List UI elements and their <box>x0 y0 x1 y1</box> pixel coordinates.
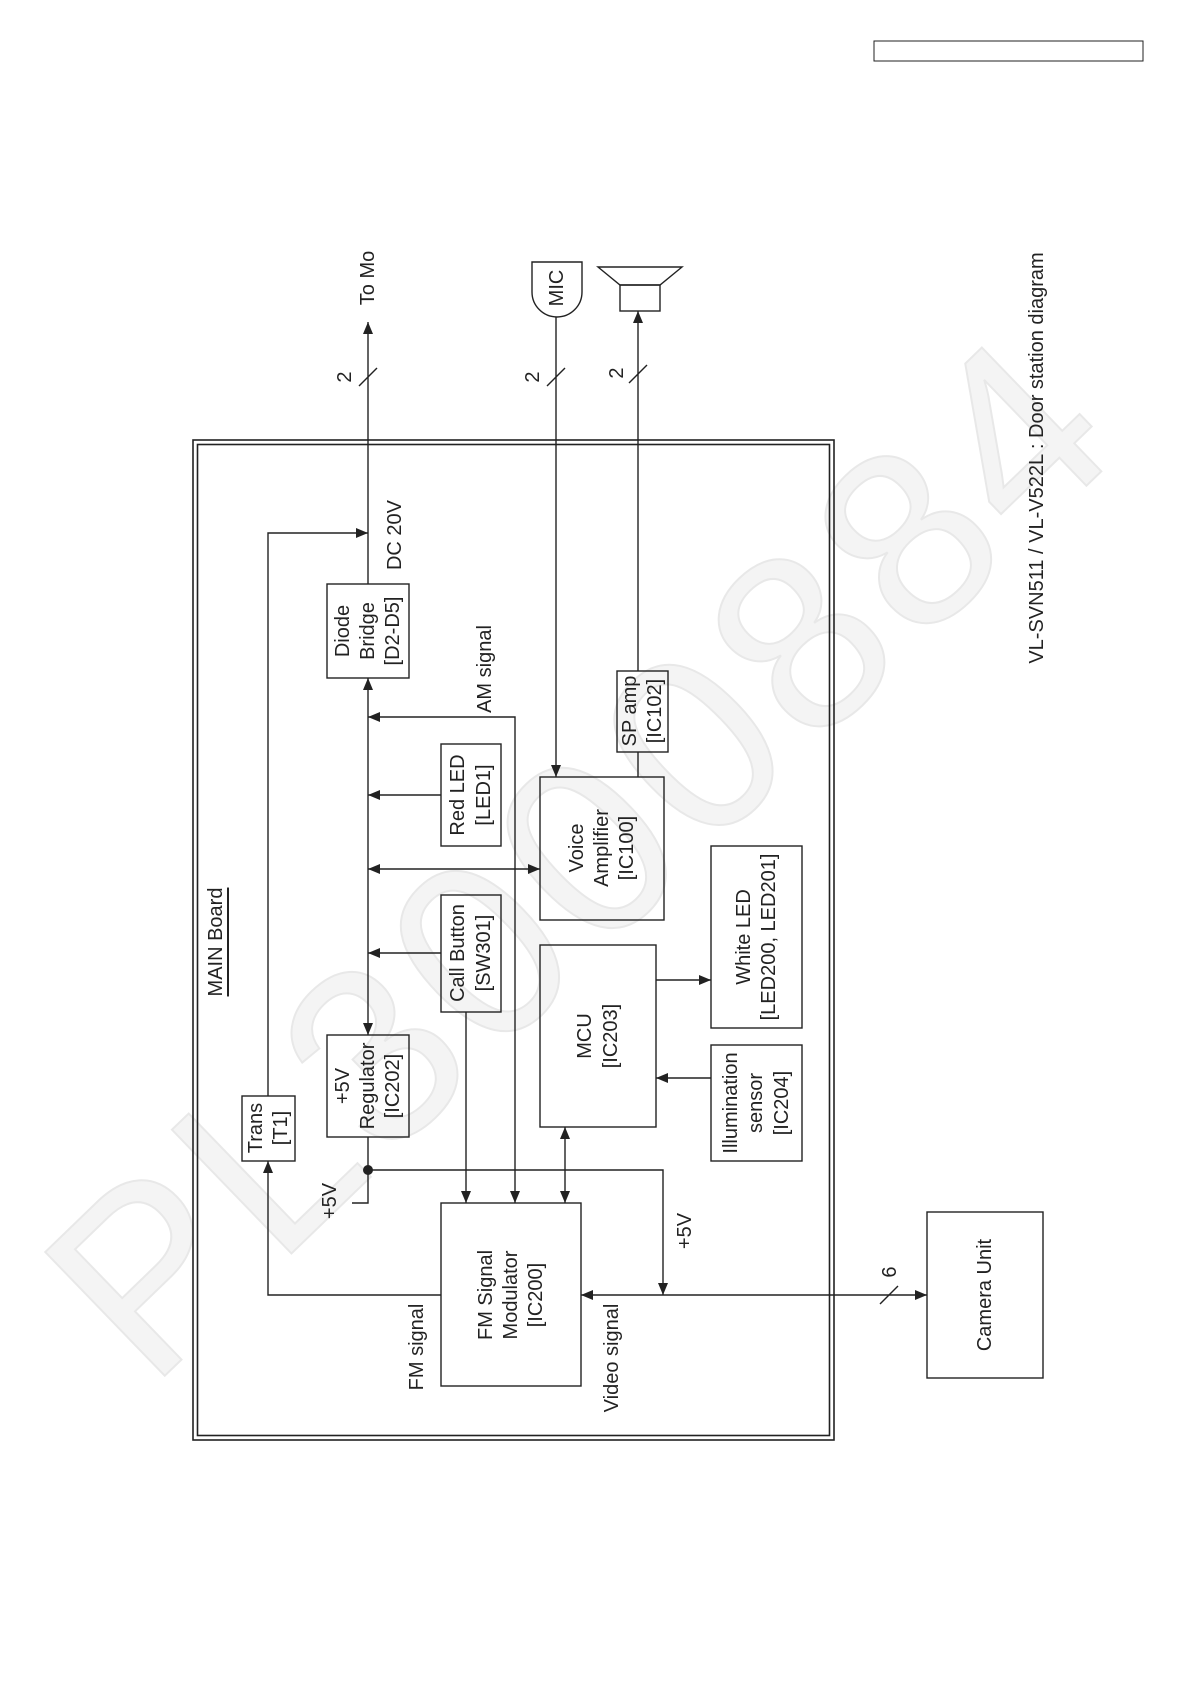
to-monitor-label: To Mo <box>357 251 379 305</box>
diode-bridge-label-2: Bridge <box>357 602 379 660</box>
mic-wire-count: 2 <box>522 371 544 382</box>
illumination-sensor-label-2: sensor <box>745 1073 767 1133</box>
camera-unit-label: Camera Unit <box>974 1238 996 1351</box>
plus5v-right-label: +5V <box>674 1212 696 1249</box>
main-board-frame-inner <box>196 443 831 1437</box>
main-board-frame-outer <box>192 439 835 1441</box>
sp-amp-label-1: SP amp <box>619 676 641 747</box>
speaker-magnet <box>619 284 661 312</box>
video-signal-label: Video signal <box>601 1304 623 1413</box>
fm-modulator-label-2: Modulator <box>500 1250 522 1339</box>
voice-amplifier-label-2: Amplifier <box>591 809 613 887</box>
am-signal-line <box>368 712 520 1203</box>
illumination-sensor-label-1: Illumination <box>720 1052 742 1153</box>
am-signal-label: AM signal <box>474 625 496 713</box>
regulator-label-1: +5V <box>332 1067 354 1104</box>
illumination-sensor-box <box>710 1044 803 1162</box>
diode-bridge-label-3: [D2-D5] <box>382 597 404 666</box>
speaker-wire-count: 2 <box>606 367 628 378</box>
red-led-label-2: [LED1] <box>473 764 495 825</box>
speaker-icon <box>596 266 684 312</box>
sp-amp-label-2: [IC102] <box>644 679 666 743</box>
header-box <box>873 40 1144 62</box>
red-led-label-1: Red LED <box>447 754 469 835</box>
sp-amp-box <box>616 670 669 753</box>
speaker-wire-count-slash <box>628 364 648 384</box>
diagram-caption: VL-SVN511 / VL-V522L : Door station diag… <box>1026 252 1048 663</box>
white-led-label-2: [LED200, LED201] <box>758 854 780 1021</box>
speaker-cone <box>596 266 684 286</box>
trans-label-2: [T1] <box>270 1111 292 1145</box>
fm-modulator-label-1: FM Signal <box>475 1250 497 1340</box>
mcu-label-1: MCU <box>574 1013 596 1059</box>
fm-signal-label: FM signal <box>406 1304 428 1391</box>
voice-amplifier-label-1: Voice <box>566 824 588 873</box>
white-led-box <box>710 845 803 1029</box>
mcu-box <box>539 944 657 1128</box>
fm-signal-to-trans-arrow <box>263 1161 441 1296</box>
plus5v-left-label: +5V <box>319 1182 341 1219</box>
white-led-label-1: White LED <box>733 889 755 985</box>
regulator-label-2: Regulator <box>357 1042 379 1129</box>
diode-bridge-label-1: Diode <box>332 605 354 657</box>
camera-wire-count-slash <box>879 1285 899 1305</box>
illumination-sensor-label-3: [IC204] <box>771 1071 793 1135</box>
mic-wire-count-slash <box>546 367 566 387</box>
regulator-label-3: [IC202] <box>382 1054 404 1118</box>
monitor-wire-count: 2 <box>334 371 356 382</box>
fm-modulator-label-3: [IC200] <box>525 1263 547 1327</box>
call-button-label-2: [SW301] <box>473 915 495 992</box>
trans-to-bus-arrow <box>267 528 368 1096</box>
monitor-wire-count-slash <box>358 367 378 387</box>
microphone-icon <box>531 261 583 318</box>
trans-label-1: Trans <box>245 1103 267 1153</box>
camera-wire-count: 6 <box>879 1266 901 1277</box>
mic-label: MIC <box>546 270 568 307</box>
voice-amplifier-box <box>539 776 665 921</box>
main-board-label: MAIN Board <box>205 888 227 997</box>
camera-unit-box <box>926 1211 1044 1379</box>
voice-amplifier-label-3: [IC100] <box>616 816 638 880</box>
call-button-label-1: Call Button <box>447 904 469 1002</box>
mcu-label-2: [IC203] <box>600 1004 622 1068</box>
dc-20v-label: DC 20V <box>384 499 406 570</box>
